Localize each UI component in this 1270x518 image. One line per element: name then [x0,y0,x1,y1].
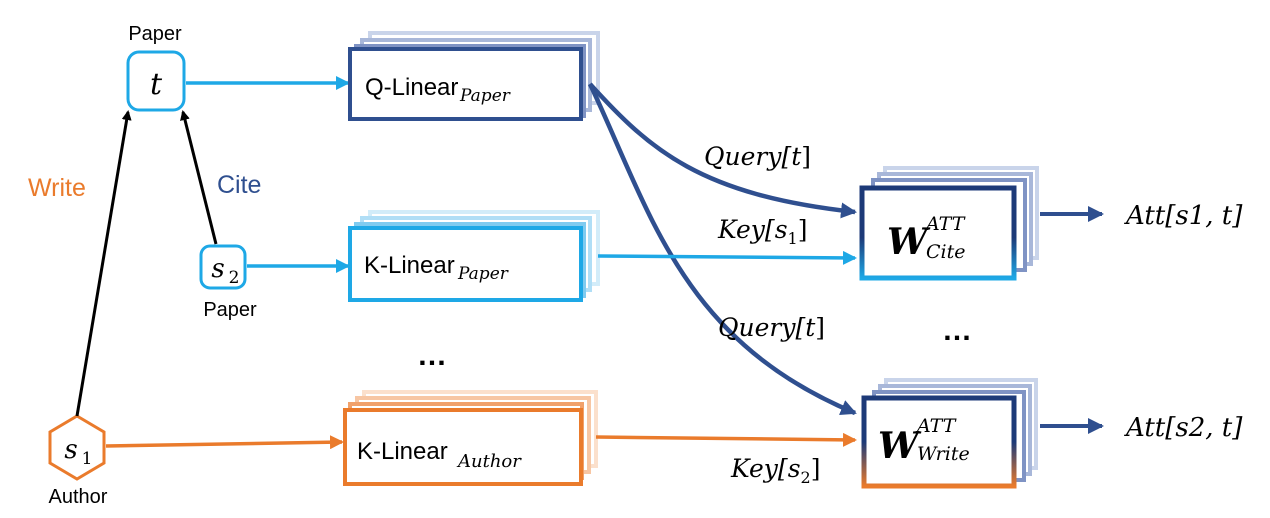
svg-text:Q-Linear: Q-Linear [365,74,458,101]
key-s2-to-write-arrow [595,432,857,447]
s1-to-k-linear-arrow [105,435,344,450]
linear-layers-ellipsis: … [417,339,447,372]
w-att-write-block[interactable]: W ATT Write [861,378,1038,489]
cite-relation-label: Cite [217,171,261,199]
k-linear-paper-subscript: Paper [457,264,509,284]
w-att-write-base: W [878,425,922,467]
target-node[interactable] [126,50,186,112]
q-linear-paper-prefix: Q-Linear [365,74,458,101]
q-linear-paper-subscript: Paper [459,86,511,106]
svg-text:K-Linear: K-Linear [357,438,448,465]
key-s1-to-cite-arrow [597,250,857,265]
w-att-cite-base: W [887,221,931,263]
query-lower-label: Query[t] [718,313,825,342]
w-att-cite-superscript: ATT [924,213,966,235]
target-node-symbol: t [150,67,163,102]
q-linear-paper-block[interactable]: Q-Linear Paper [348,31,600,121]
svg-text:s: s [211,254,224,284]
w-att-cite-block[interactable]: W ATT Cite [859,166,1039,281]
svg-text:K-Linear: K-Linear [364,252,455,279]
source-paper-symbol: s [211,254,224,284]
k-linear-author-block[interactable]: K-Linear Author [343,390,598,486]
query-to-cite-arrow [588,82,857,219]
cite-edge [180,110,218,245]
k-linear-author-prefix: K-Linear [357,438,448,465]
query-to-write-arrow [587,83,857,416]
att-output-2: Att[s2, t] [1124,413,1243,443]
write-edge [75,110,132,417]
write-relation-label: Write [28,174,86,202]
key-s2-label: Key[s2] [730,454,820,487]
attention-ellipsis: … [942,314,972,347]
w-att-write-superscript: ATT [915,415,957,437]
k-linear-author-subscript: Author [456,451,522,472]
w-att-cite-subscript: Cite [926,241,966,263]
att-output-1: Att[s1, t] [1124,201,1243,231]
source-paper-type-label: Paper [203,299,257,321]
source-author-symbol: s [64,435,77,465]
target-type-label: Paper [128,23,182,45]
key-s1-label: Key[s1] [717,215,807,248]
query-upper-label: Query[t] [704,142,811,171]
source-author-node[interactable] [48,414,106,481]
k-linear-paper-block[interactable]: K-Linear Paper [348,210,600,302]
source-author-subscript: 1 [82,449,93,469]
k-linear-paper-prefix: K-Linear [364,252,455,279]
source-paper-subscript: 2 [229,268,240,288]
w-att-write-subscript: Write [917,443,970,465]
source-author-type-label: Author [49,486,108,508]
source-paper-node[interactable] [199,244,247,290]
